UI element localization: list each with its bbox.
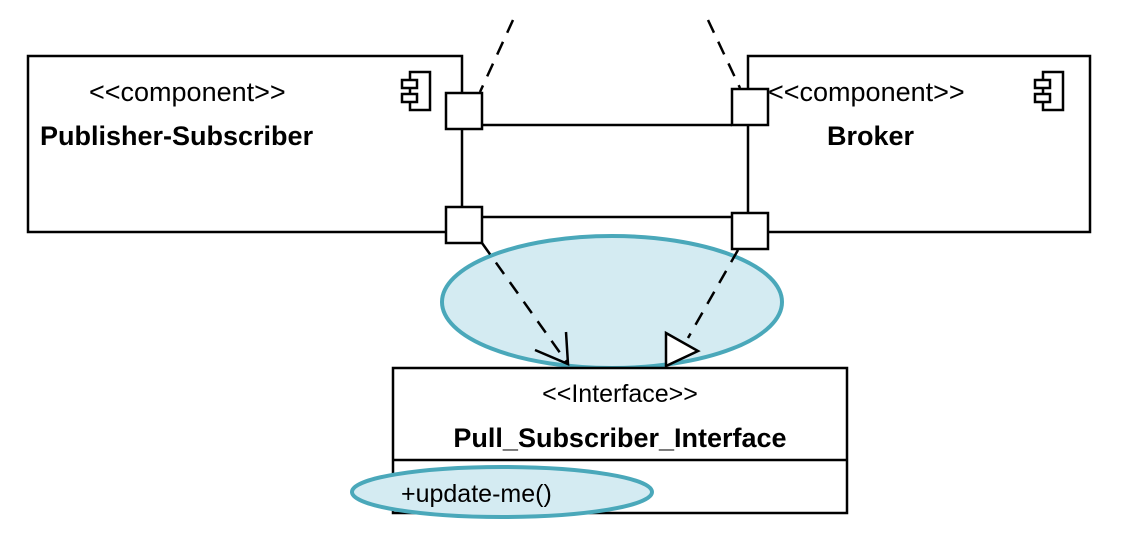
broker-port-bottom[interactable] — [730, 211, 770, 251]
dependency-arrow-publisher — [480, 242, 570, 365]
open-arrowhead-icon — [534, 331, 570, 366]
publisher-port-top[interactable] — [444, 91, 484, 131]
broker-box — [746, 54, 1092, 234]
interface-operation[interactable]: +update-me() — [401, 480, 552, 508]
highlight-ellipse-dependencies — [440, 234, 784, 370]
component-icon — [400, 70, 432, 112]
dependency-line-top-left — [478, 19, 515, 93]
publisher-stereotype: <<component>> — [89, 77, 286, 107]
publisher-port-bottom[interactable] — [444, 205, 484, 245]
broker-stereotype: <<component>> — [768, 77, 965, 107]
broker-component[interactable]: <<component>> Broker — [746, 54, 1092, 234]
publisher-name: Publisher-Subscriber — [40, 121, 314, 151]
dependency-line-top-right — [706, 19, 742, 89]
highlight-ellipse-operation — [350, 465, 654, 519]
hollow-triangle-arrowhead-icon — [664, 330, 701, 368]
publisher-subscriber-box — [26, 54, 464, 234]
realization-arrow-broker — [686, 249, 740, 339]
component-icon — [1033, 70, 1065, 112]
interface-name: Pull_Subscriber_Interface — [453, 423, 786, 453]
interface-stereotype: <<Interface>> — [542, 380, 698, 408]
broker-port-top[interactable] — [730, 87, 770, 127]
broker-name: Broker — [827, 121, 915, 151]
publisher-subscriber-component[interactable]: <<component>> Publisher-Subscriber — [26, 54, 464, 234]
